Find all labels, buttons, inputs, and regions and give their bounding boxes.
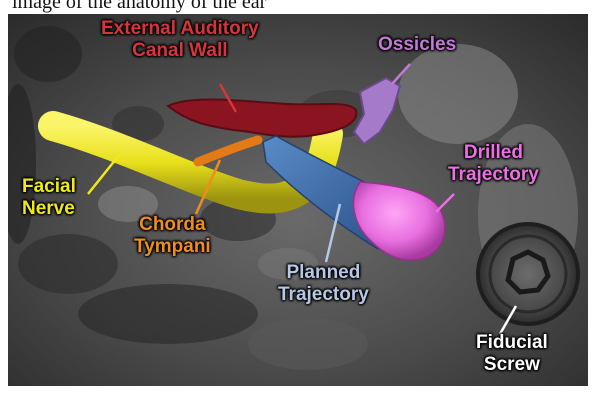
label-chorda-line-2: Tympani	[134, 236, 211, 258]
label-facial-nerve: Facial Nerve	[22, 176, 76, 220]
label-fiducial-line-2: Screw	[476, 354, 548, 376]
label-ossicles-line-1: Ossicles	[378, 34, 456, 56]
label-ossicles: Ossicles	[378, 34, 456, 56]
label-drilled-trajectory: Drilled Trajectory	[448, 142, 539, 186]
caption-text: image of the anatomy of the ear	[12, 0, 266, 14]
ct-scan-illustration	[8, 14, 588, 386]
label-chorda-tympani: Chorda Tympani	[134, 214, 211, 258]
label-canal-wall-line-1: External Auditory	[101, 18, 259, 40]
label-canal-wall: External Auditory Canal Wall	[101, 18, 259, 62]
label-planned-line-2: Trajectory	[278, 284, 369, 306]
label-fiducial-screw: Fiducial Screw	[476, 332, 548, 376]
fiducial-screw	[478, 224, 578, 324]
label-drilled-line-2: Trajectory	[448, 164, 539, 186]
label-planned-trajectory: Planned Trajectory	[278, 262, 369, 306]
ct-scan-figure: External Auditory Canal Wall Ossicles Dr…	[8, 14, 588, 386]
label-fiducial-line-1: Fiducial	[476, 332, 548, 354]
label-canal-wall-line-2: Canal Wall	[101, 40, 259, 62]
label-facial-line-1: Facial	[22, 176, 76, 198]
figure-caption: image of the anatomy of the ear	[0, 0, 596, 14]
label-planned-line-1: Planned	[278, 262, 369, 284]
label-drilled-line-1: Drilled	[448, 142, 539, 164]
label-facial-line-2: Nerve	[22, 198, 76, 220]
label-chorda-line-1: Chorda	[134, 214, 211, 236]
